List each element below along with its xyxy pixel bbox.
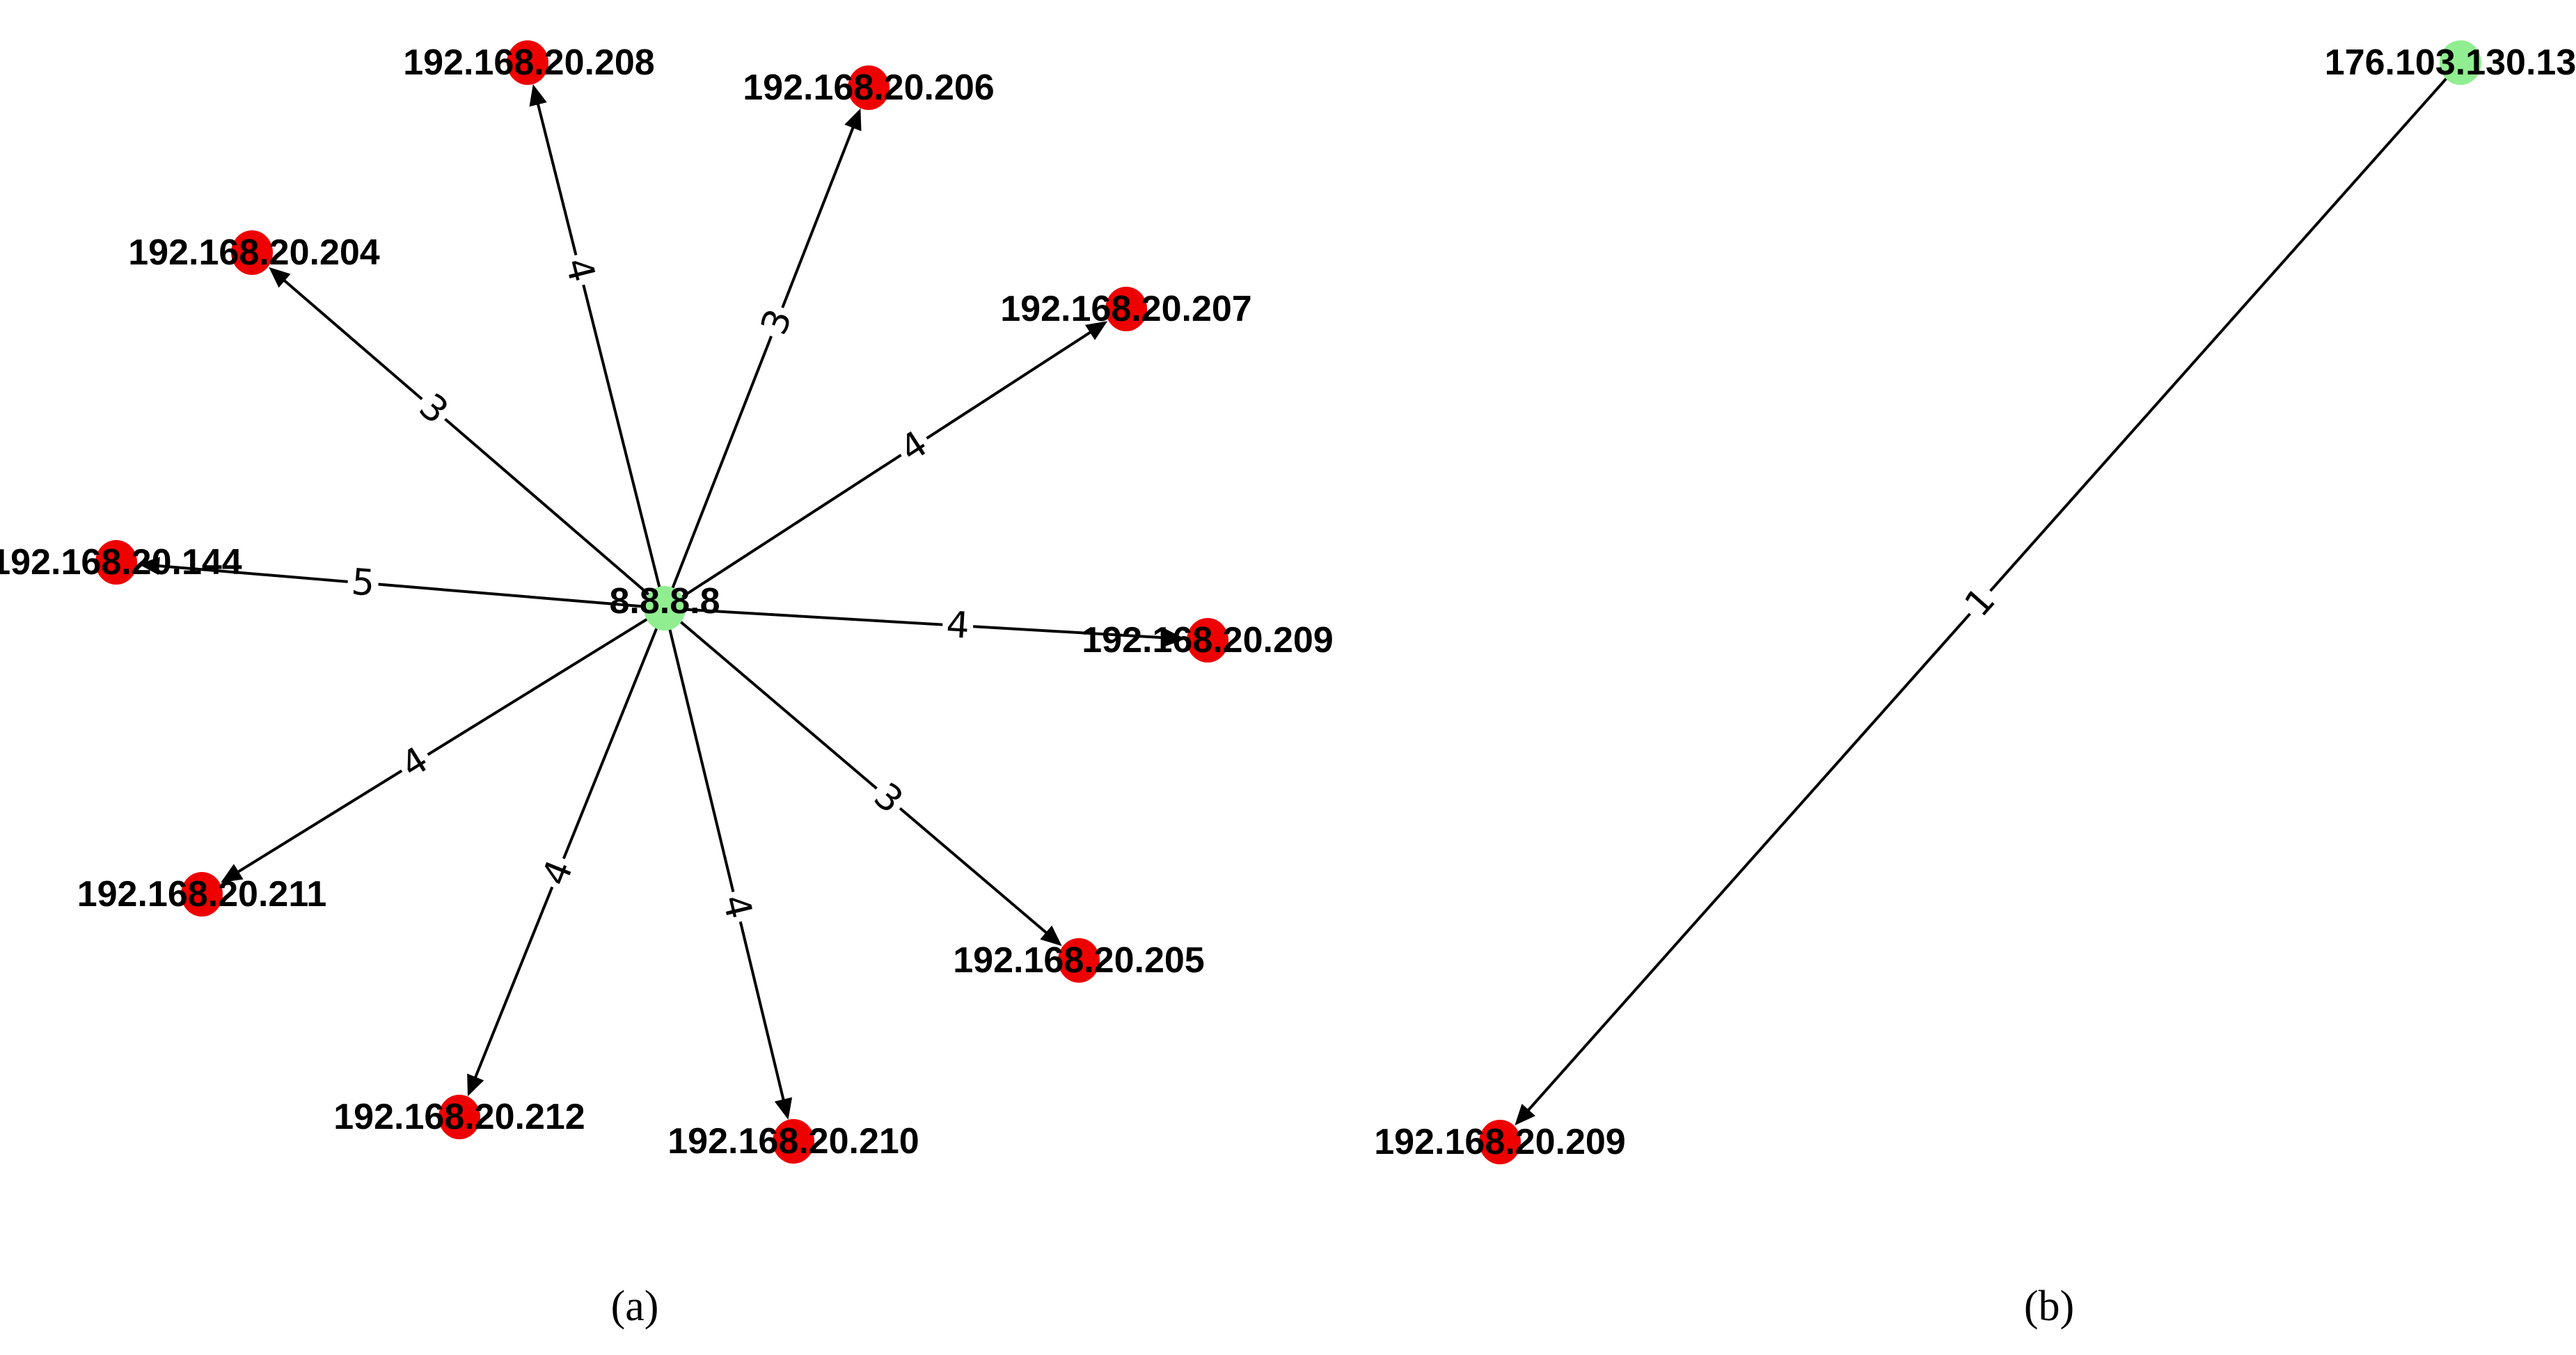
node-label: 192.168.20.208 bbox=[403, 42, 654, 83]
edge-weight-label: 3 bbox=[863, 772, 914, 825]
edge-label-background bbox=[941, 603, 974, 648]
source-node-176-103-130-131[interactable] bbox=[2440, 40, 2481, 85]
arrowhead-icon bbox=[529, 84, 547, 107]
edge-8-8-8-8-to-192-168-20-205 bbox=[663, 607, 1048, 935]
edge-weight-label: 4 bbox=[941, 603, 974, 648]
target-node-192-168-20-144[interactable] bbox=[95, 540, 137, 585]
node-label: 192.168.20.204 bbox=[128, 232, 380, 273]
edge-weight-label: 4 bbox=[890, 420, 938, 473]
edge-8-8-8-8-to-192-168-20-206 bbox=[663, 126, 855, 609]
edge-8-8-8-8-to-192-168-20-210 bbox=[663, 608, 785, 1102]
target-node-192-168-20-210[interactable] bbox=[773, 1119, 814, 1164]
target-node-192-168-20-207[interactable] bbox=[1105, 287, 1147, 331]
target-node-192-168-20-205[interactable] bbox=[1058, 938, 1100, 983]
panel-b: 176.103.130.131 192.168.20.209 1 (b) bbox=[1374, 40, 2576, 1330]
edge-8-8-8-8-to-192-168-20-212 bbox=[473, 608, 666, 1079]
target-node-192-168-20-209[interactable] bbox=[1479, 1120, 1521, 1164]
edge-weight-label: 3 bbox=[408, 383, 459, 435]
edge-label-background bbox=[752, 300, 803, 344]
panel-a: 8.8.8.8 192.168.20.208 192.168.20.206 192.1… bbox=[0, 40, 1334, 1330]
node-label: 8.8.8.8 bbox=[609, 581, 720, 621]
edge-8-8-8-8-to-192-168-20-209 bbox=[664, 607, 1167, 640]
node-label: 192.168.20.207 bbox=[1000, 289, 1251, 329]
edge-label-background bbox=[408, 383, 459, 435]
node-label: 176.103.130.131 bbox=[2325, 42, 2576, 83]
edge-label-background bbox=[713, 887, 761, 927]
edge-label-background bbox=[555, 250, 604, 290]
panel-a-nodes: 8.8.8.8 192.168.20.208 192.168.20.206 192.1… bbox=[0, 40, 1334, 1164]
edge-8-8-8-8-to-192-168-20-211 bbox=[236, 607, 666, 874]
node-label: 192.168.20.206 bbox=[743, 68, 994, 108]
edge-weight-text: 5 bbox=[350, 561, 377, 605]
edge-8-8-8-8-to-192-168-20-204 bbox=[283, 278, 666, 610]
edge-weight-label: 4 bbox=[713, 887, 761, 927]
edge-weight-label: 4 bbox=[555, 250, 604, 290]
node-label: 192.168.20.210 bbox=[667, 1121, 919, 1162]
target-node-192-168-20-206[interactable] bbox=[848, 65, 890, 110]
edge-8-8-8-8-to-192-168-20-208 bbox=[536, 102, 666, 609]
edge-weight-label: 5 bbox=[346, 560, 381, 605]
edge-label-background bbox=[532, 850, 583, 895]
arrowhead-icon bbox=[221, 864, 244, 883]
node-label: 192.168.20.205 bbox=[953, 940, 1204, 981]
arrowhead-icon bbox=[844, 108, 862, 132]
edge-weight-text: 4 bbox=[945, 604, 971, 647]
edge-176-103-130-131-to-192-168-20-209 bbox=[1526, 61, 2462, 1112]
panel-b-edges bbox=[1515, 61, 2462, 1126]
panel-b-edge-labels: 1 bbox=[1954, 577, 2007, 628]
node-label: 192.168.20.212 bbox=[333, 1097, 585, 1137]
target-node-192-168-20-212[interactable] bbox=[438, 1095, 480, 1139]
edge-label-background bbox=[1954, 577, 2007, 628]
target-node-192-168-20-208[interactable] bbox=[507, 40, 548, 85]
panel-b-caption: (b) bbox=[2024, 1283, 2074, 1330]
node-label: 192.168.20.209 bbox=[1374, 1122, 1625, 1162]
arrowhead-icon bbox=[138, 557, 160, 576]
arrowhead-icon bbox=[1040, 925, 1062, 946]
node-label: 192.168.20.144 bbox=[0, 542, 242, 583]
edge-label-background bbox=[346, 560, 381, 605]
arrowhead-icon bbox=[1164, 628, 1186, 647]
arrowhead-icon bbox=[774, 1097, 793, 1120]
edge-8-8-8-8-to-192-168-20-207 bbox=[663, 330, 1092, 610]
arrowhead-icon bbox=[1515, 1104, 1535, 1126]
target-node-192-168-20-209[interactable] bbox=[1187, 618, 1228, 663]
target-node-192-168-20-211[interactable] bbox=[181, 872, 223, 917]
edge-8-8-8-8-to-192-168-20-144 bbox=[157, 564, 665, 610]
panel-a-edges bbox=[138, 84, 1186, 1120]
arrowhead-icon bbox=[1084, 321, 1108, 340]
edge-label-background bbox=[863, 772, 914, 825]
panel-a-caption: (a) bbox=[611, 1283, 659, 1330]
edge-label-background bbox=[890, 420, 938, 473]
edge-weight-label: 1 bbox=[1954, 577, 2007, 628]
edge-label-background bbox=[390, 736, 439, 789]
edge-weight-label: 3 bbox=[752, 300, 803, 344]
target-node-192-168-20-204[interactable] bbox=[231, 230, 273, 275]
edge-weight-label: 4 bbox=[390, 736, 439, 789]
arrowhead-icon bbox=[467, 1073, 484, 1097]
node-label: 192.168.20.211 bbox=[77, 874, 327, 914]
source-node-8-8-8-8[interactable] bbox=[644, 586, 686, 631]
edge-weight-label: 4 bbox=[532, 850, 583, 895]
arrowhead-icon bbox=[269, 267, 291, 288]
panel-b-nodes: 176.103.130.131 192.168.20.209 bbox=[1374, 40, 2576, 1164]
node-label: 192.168.20.209 bbox=[1082, 620, 1333, 660]
